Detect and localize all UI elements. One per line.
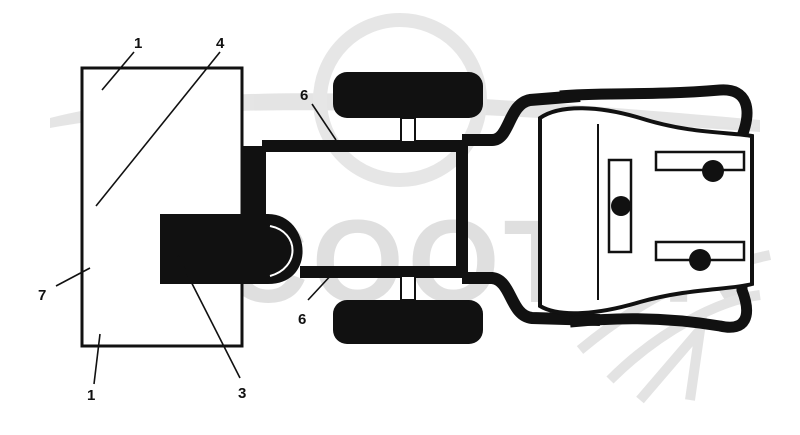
discharge-chute [160,214,303,284]
callout-3: 3 [238,385,246,402]
axle-top [400,117,416,143]
callout-1-top: 1 [134,35,142,52]
axle-bottom [400,275,416,301]
main-frame [262,140,468,278]
leader-7 [55,267,91,287]
steering-knob [611,196,631,216]
frame-rail-top [462,90,581,146]
chute-highlight [269,225,294,277]
pedal-upper-knob [702,160,724,182]
rear-wheel-bottom [333,300,483,344]
leader-3 [177,255,241,379]
leader-1-top [101,51,135,91]
leader-6-bottom [307,271,335,301]
callout-6-bottom: 6 [298,311,306,328]
pedal-lower-knob [689,249,711,271]
leader-4 [95,51,221,207]
callout-4: 4 [216,35,225,52]
leader-6-top [311,103,337,141]
callout-1-bottom: 1 [87,387,95,404]
pedal-upper [654,150,746,172]
frame-rail-bottom [462,272,601,326]
rear-wheel-top [333,72,483,118]
hood [538,106,754,316]
callout-7: 7 [38,287,46,304]
leader-1-bottom [93,333,101,385]
callout-6-top: 6 [300,87,308,104]
grass-bag [80,66,244,348]
